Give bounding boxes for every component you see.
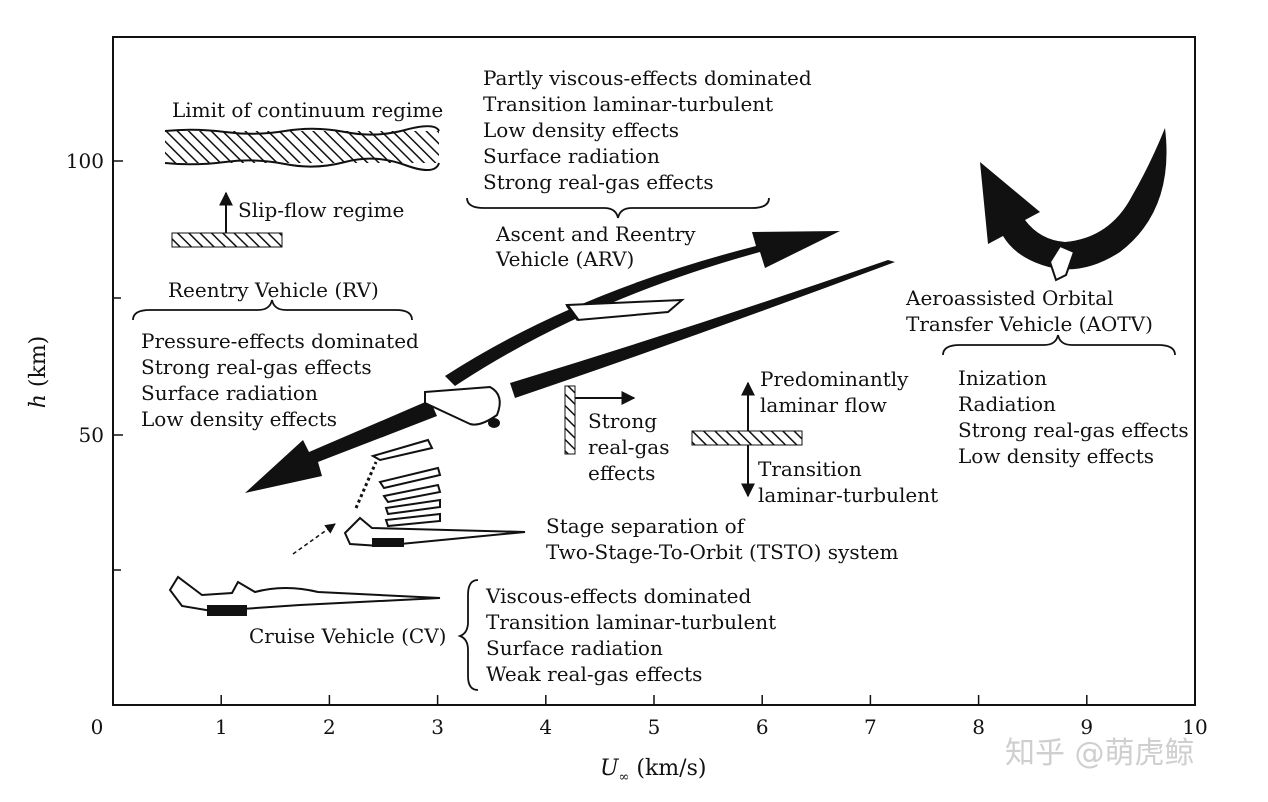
laminar-2: laminar flow xyxy=(760,393,887,417)
ascent-arrow xyxy=(445,231,840,386)
cv-title: Cruise Vehicle (CV) xyxy=(249,624,446,648)
strong-rg-2: real-gas xyxy=(588,435,669,459)
x-tick-labels: 0 1 2 3 4 5 6 7 8 9 10 xyxy=(91,715,1208,739)
laminar-hatch xyxy=(691,430,803,446)
arv-item-2: Transition laminar-turbulent xyxy=(483,92,773,116)
arv-item-3: Low density effects xyxy=(483,118,679,142)
aotv-vehicle xyxy=(1048,244,1076,282)
aotv-item-2: Radiation xyxy=(958,392,1056,416)
strong-rg-3: effects xyxy=(588,461,655,485)
cv-item-3: Surface radiation xyxy=(486,636,663,660)
y-ticks xyxy=(113,160,123,571)
x-tick-label-7: 7 xyxy=(864,715,877,739)
cruise-vehicle xyxy=(168,575,441,613)
rv-item-1: Pressure-effects dominated xyxy=(141,329,419,353)
cv-item-1: Viscous-effects dominated xyxy=(485,584,752,608)
rv-capsule xyxy=(424,385,501,426)
aotv-item-3: Strong real-gas effects xyxy=(958,418,1189,442)
arv-brace xyxy=(466,197,770,219)
x-tick-marks xyxy=(112,695,1196,705)
x-tick-label-10: 10 xyxy=(1182,715,1207,739)
aotv-item-4: Low density effects xyxy=(958,444,1154,468)
watermark: 知乎 @萌虎鲸 xyxy=(1005,736,1195,771)
aotv-title-1: Aeroassisted Orbital xyxy=(905,286,1114,310)
tsto-dashed-arrow xyxy=(292,523,336,555)
rv-item-4: Low density effects xyxy=(141,407,337,431)
rv-title: Reentry Vehicle (RV) xyxy=(168,278,379,302)
cv-brace xyxy=(457,579,479,691)
y-tick-label-100: 100 xyxy=(66,149,104,173)
reentry-arrow-lower xyxy=(245,400,437,493)
x-tick-label-8: 8 xyxy=(972,715,985,739)
transition-2: laminar-turbulent xyxy=(758,483,938,507)
rv-item-2: Strong real-gas effects xyxy=(141,355,372,379)
x-tick-label-6: 6 xyxy=(756,715,769,739)
arv-item-1: Partly viscous-effects dominated xyxy=(483,66,812,90)
aotv-item-1: Inization xyxy=(958,366,1047,390)
x-tick-label-3: 3 xyxy=(431,715,444,739)
laminar-1: Predominantly xyxy=(760,367,909,391)
x-tick-label-0: 0 xyxy=(91,715,104,739)
arv-title-2: Vehicle (ARV) xyxy=(495,247,634,271)
y-tick-label-50: 50 xyxy=(79,423,104,447)
x-tick-label-2: 2 xyxy=(323,715,336,739)
strong-rg-1: Strong xyxy=(588,409,657,433)
reentry-arrow-upper xyxy=(510,260,895,398)
rv-brace xyxy=(132,299,413,321)
tsto-label-1: Stage separation of xyxy=(546,514,746,538)
continuum-band-edge xyxy=(164,125,440,171)
cv-item-4: Weak real-gas effects xyxy=(486,662,702,686)
aotv-brace xyxy=(942,334,1176,356)
aotv-title-2: Transfer Vehicle (AOTV) xyxy=(906,312,1153,336)
arv-item-5: Strong real-gas effects xyxy=(483,170,714,194)
x-tick-label-9: 9 xyxy=(1080,715,1093,739)
x-axis-label: U∞ (km/s) xyxy=(600,756,706,785)
cv-item-2: Transition laminar-turbulent xyxy=(486,610,776,634)
slip-flow-hatch xyxy=(171,232,283,248)
continuum-hatch-band xyxy=(165,131,439,163)
aotv-arrow xyxy=(980,128,1167,270)
rv-item-3: Surface radiation xyxy=(141,381,318,405)
x-tick-label-5: 5 xyxy=(648,715,661,739)
transition-1: Transition xyxy=(758,457,862,481)
y-axis-label: h (km) xyxy=(26,336,51,409)
x-tick-label-4: 4 xyxy=(539,715,552,739)
arv-title-1: Ascent and Reentry xyxy=(495,222,696,246)
tsto-sequence xyxy=(370,438,442,528)
slip-flow-label: Slip-flow regime xyxy=(238,198,404,222)
strong-rg-hatch xyxy=(564,385,576,455)
arv-item-4: Surface radiation xyxy=(483,144,660,168)
continuum-label: Limit of continuum regime xyxy=(172,98,443,122)
x-tick-label-1: 1 xyxy=(215,715,228,739)
tsto-label-2: Two-Stage-To-Orbit (TSTO) system xyxy=(546,540,898,564)
